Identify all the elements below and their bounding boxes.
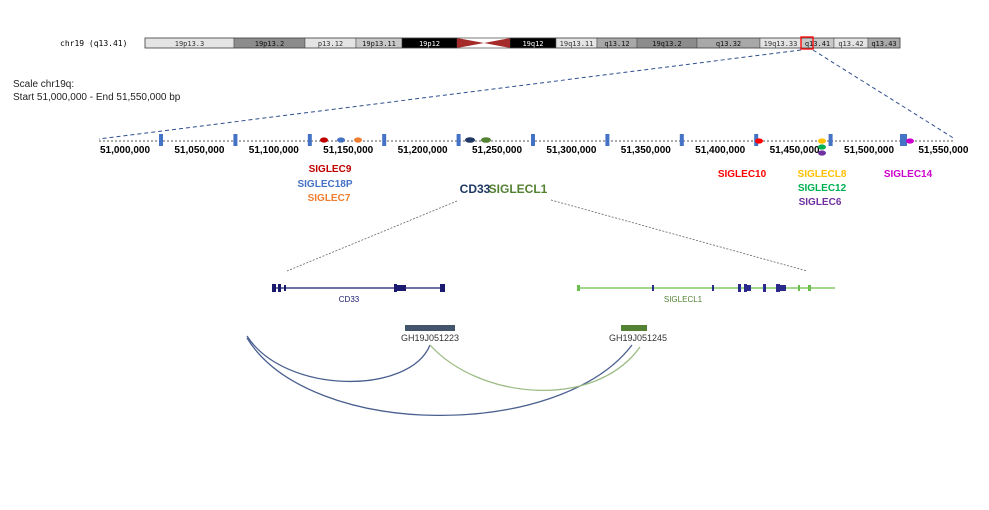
axis-marker: [531, 134, 535, 146]
axis-tick-label: 51,350,000: [621, 145, 671, 156]
chromosome-ideogram: 19p13.3 19p13.2 p13.12 19p13.11 19p12 19q12 19…: [144, 37, 901, 49]
band-label: q13.42: [838, 40, 863, 48]
band-label: 19p12: [419, 40, 440, 48]
enhancer-gh19j051223-bar: [405, 325, 455, 331]
band-label: 19q12: [522, 40, 543, 48]
cd33-transcript: [272, 284, 445, 292]
axis-marker: [903, 134, 907, 146]
interaction-arc-cd33-gh2: [246, 337, 633, 416]
axis-tick-label: 51,000,000: [100, 145, 150, 156]
siglec14-dot: [906, 138, 914, 144]
cd33-dot: [465, 137, 475, 143]
axis-tick-label: 51,500,000: [844, 145, 894, 156]
axis-tick-label: 51,200,000: [398, 145, 448, 156]
scale-range: Start 51,000,000 - End 51,550,000 bp: [13, 92, 181, 103]
axis-tick-label: 51,450,000: [770, 145, 820, 156]
siglecl8-dot: [818, 138, 826, 144]
ideogram-outline: [144, 37, 901, 49]
axis-marker: [233, 134, 238, 146]
cd33-transcript-label: CD33: [339, 295, 360, 304]
band-label: 19q13.2: [652, 40, 682, 48]
siglec12-dot: [818, 144, 826, 150]
zoom-line-left: [98, 49, 802, 140]
axis-marker: [828, 134, 833, 146]
axis-tick-label: 51,300,000: [546, 145, 596, 156]
siglecl1-label: SIGLECL1: [489, 182, 548, 196]
siglec14-label: SIGLEC14: [884, 169, 933, 180]
band-label: 19q13.11: [560, 40, 594, 48]
region-highlight-box: [800, 36, 814, 50]
enhancer-gh19j051223-label: GH19J051223: [401, 333, 459, 343]
enhancer-gh19j051245-label: GH19J051245: [609, 333, 667, 343]
siglec7-label: SIGLEC7: [308, 193, 351, 204]
interaction-arc-gh1-gh2: [429, 344, 641, 392]
siglec6-label: SIGLEC6: [799, 197, 842, 208]
siglec18p-dot: [337, 137, 345, 143]
band-label: q13.12: [604, 40, 629, 48]
axis-tick-label: 51,050,000: [174, 145, 224, 156]
band-label: 19p13.2: [255, 40, 285, 48]
siglec18p-label: SIGLEC18P: [297, 179, 352, 190]
siglec12-label: SIGLEC12: [798, 183, 847, 194]
siglec6-dot: [818, 150, 826, 156]
siglecl1-transcript-label: SIGLECL1: [664, 295, 703, 304]
siglec7-dot: [354, 137, 362, 143]
band-label: q13.43: [871, 40, 896, 48]
axis-tick-label: 51,400,000: [695, 145, 745, 156]
siglecl1-dot: [481, 137, 491, 143]
siglec9-dot: [320, 137, 328, 143]
centromere-right: [484, 38, 510, 48]
interaction-arc-cd33-gh1: [246, 335, 431, 383]
cd33-label: CD33: [460, 182, 491, 196]
axis-marker: [456, 134, 461, 146]
band-label: q13.32: [716, 40, 741, 48]
axis-marker: [382, 134, 387, 146]
enhancer-gh19j051245-bar: [621, 325, 647, 331]
axis-tick-label: 51,550,000: [918, 145, 968, 156]
axis-tick-label: 51,150,000: [323, 145, 373, 156]
axis-marker: [679, 134, 684, 146]
expand-line-right: [550, 199, 808, 272]
axis-marker: [307, 134, 312, 146]
siglec10-label: SIGLEC10: [718, 169, 767, 180]
chromosome-label: chr19 (q13.41): [60, 39, 127, 48]
centromere-left: [457, 38, 484, 48]
band-label: p13.12: [318, 40, 343, 48]
scale-title: Scale chr19q:: [13, 79, 74, 90]
siglecl8-label: SIGLECL8: [798, 169, 847, 180]
band-label: 19q13.33: [764, 40, 798, 48]
axis-marker: [159, 134, 163, 146]
axis-tick-label: 51,250,000: [472, 145, 522, 156]
axis-marker: [605, 134, 610, 146]
siglecl1-transcript: [577, 284, 835, 292]
band-label: 19p13.11: [362, 40, 396, 48]
axis-marker: [900, 134, 904, 146]
axis-labels: 51,000,000 51,050,000 51,100,000 51,150,000…: [100, 145, 969, 156]
expand-line-left: [286, 200, 458, 272]
zoom-line-right: [812, 49, 956, 140]
siglec10-dot: [755, 138, 763, 144]
band-label: 19p13.3: [175, 40, 205, 48]
siglec9-label: SIGLEC9: [309, 164, 352, 175]
axis-tick-label: 51,100,000: [249, 145, 299, 156]
band-label: q13.41: [805, 40, 830, 48]
